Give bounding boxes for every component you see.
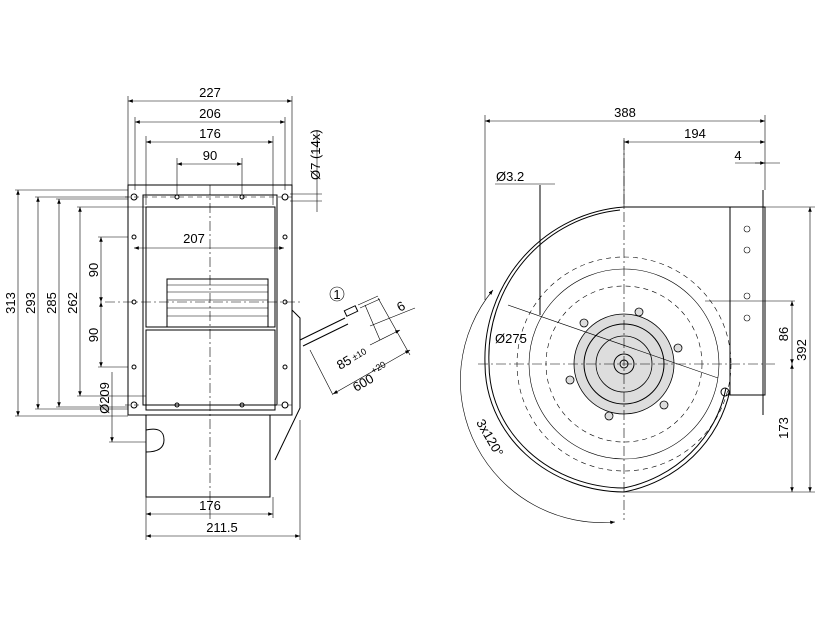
dim-173: 173 [776,417,791,439]
dim-86: 86 [776,327,791,341]
flange-holes [743,225,751,322]
cable-strip: 6 [394,298,408,315]
dim-pin-dia: Ø3.2 [496,169,524,184]
dim-hole-dia: Ø7 (14x) [308,129,323,180]
cable-85-tol: ±10 [350,346,368,362]
dim-392: 392 [794,339,809,361]
dim-207: 207 [183,231,205,246]
dim-293: 293 [23,292,38,314]
dim-262: 262 [65,292,80,314]
front-view: 388 194 4 Ø3.2 Ø275 86 392 173 3x120° [460,105,815,525]
dim-211-5: 211.5 [206,520,238,535]
cable [299,317,349,347]
motor-side [274,309,301,461]
dim-176-top: 176 [199,126,221,141]
scroll-top [145,206,276,328]
dim-227: 227 [199,85,221,100]
cable-marker-circle [329,286,345,302]
motor-body [166,278,269,328]
cable-600-tol: +20 [369,359,387,375]
angle-arc [460,289,616,525]
cable-600: 600 [350,371,376,395]
dim-impeller-dia: Ø275 [495,331,527,346]
mount-holes [130,193,289,409]
dim-194: 194 [684,126,706,141]
cable-600-dim: 600 +20 [350,359,388,395]
dim-90-top: 90 [203,148,217,163]
dim-206: 206 [199,106,221,121]
cable-85: 85 [334,352,354,372]
cable-sleeve [343,305,359,317]
dim-4: 4 [734,148,741,163]
side-view: 227 206 176 90 Ø7 (14x) 207 313 293 285 … [3,85,416,540]
dim-90-upper: 90 [86,263,101,277]
dim-388: 388 [614,105,636,120]
dim-285: 285 [44,292,59,314]
dim-90-lower: 90 [86,328,101,342]
dim-inlet-dia: Ø209 [97,382,112,414]
inlet-lip [145,428,165,453]
dim-176-bottom: 176 [199,498,221,513]
cable-marker: 1 [333,287,340,302]
dim-angle: 3x120° [473,416,506,459]
cable-85-dim: 85 ±10 [334,346,368,372]
scroll-middle [145,329,276,411]
scroll-bottom [145,414,271,498]
dim-313: 313 [3,292,18,314]
